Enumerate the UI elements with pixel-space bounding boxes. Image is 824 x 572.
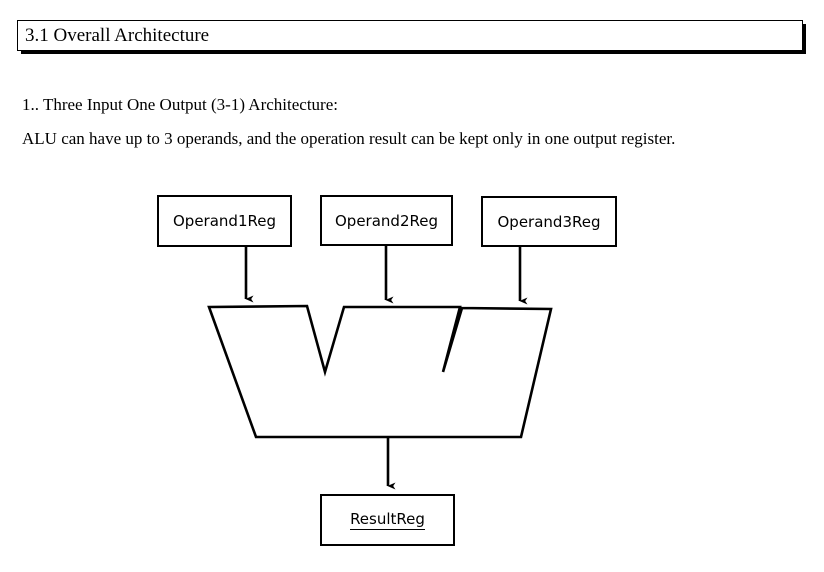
register-box-operand2[interactable]: Operand2Reg <box>320 195 453 246</box>
register-label-operand3: Operand3Reg <box>497 212 601 231</box>
register-box-operand1[interactable]: Operand1Reg <box>157 195 292 247</box>
body-paragraph-2: ALU can have up to 3 operands, and the o… <box>22 129 676 148</box>
register-label-operand2: Operand2Reg <box>335 211 438 230</box>
page-title: 3.1 Overall Architecture <box>25 25 210 46</box>
heading-box-shadow-bottom <box>21 51 806 54</box>
register-label-result-text: ResultReg <box>350 510 425 528</box>
register-label-result: ResultReg <box>350 510 425 530</box>
heading-box-shadow-right <box>803 24 806 54</box>
register-label-operand1: Operand1Reg <box>173 212 276 230</box>
alu-shape <box>207 304 553 439</box>
register-box-result[interactable]: ResultReg <box>320 494 455 546</box>
body-paragraph-1: 1.. Three Input One Output (3-1) Archite… <box>22 95 338 114</box>
register-box-operand3[interactable]: Operand3Reg <box>481 196 617 247</box>
spellcheck-squiggle-icon <box>348 531 429 536</box>
heading-box <box>17 20 803 51</box>
